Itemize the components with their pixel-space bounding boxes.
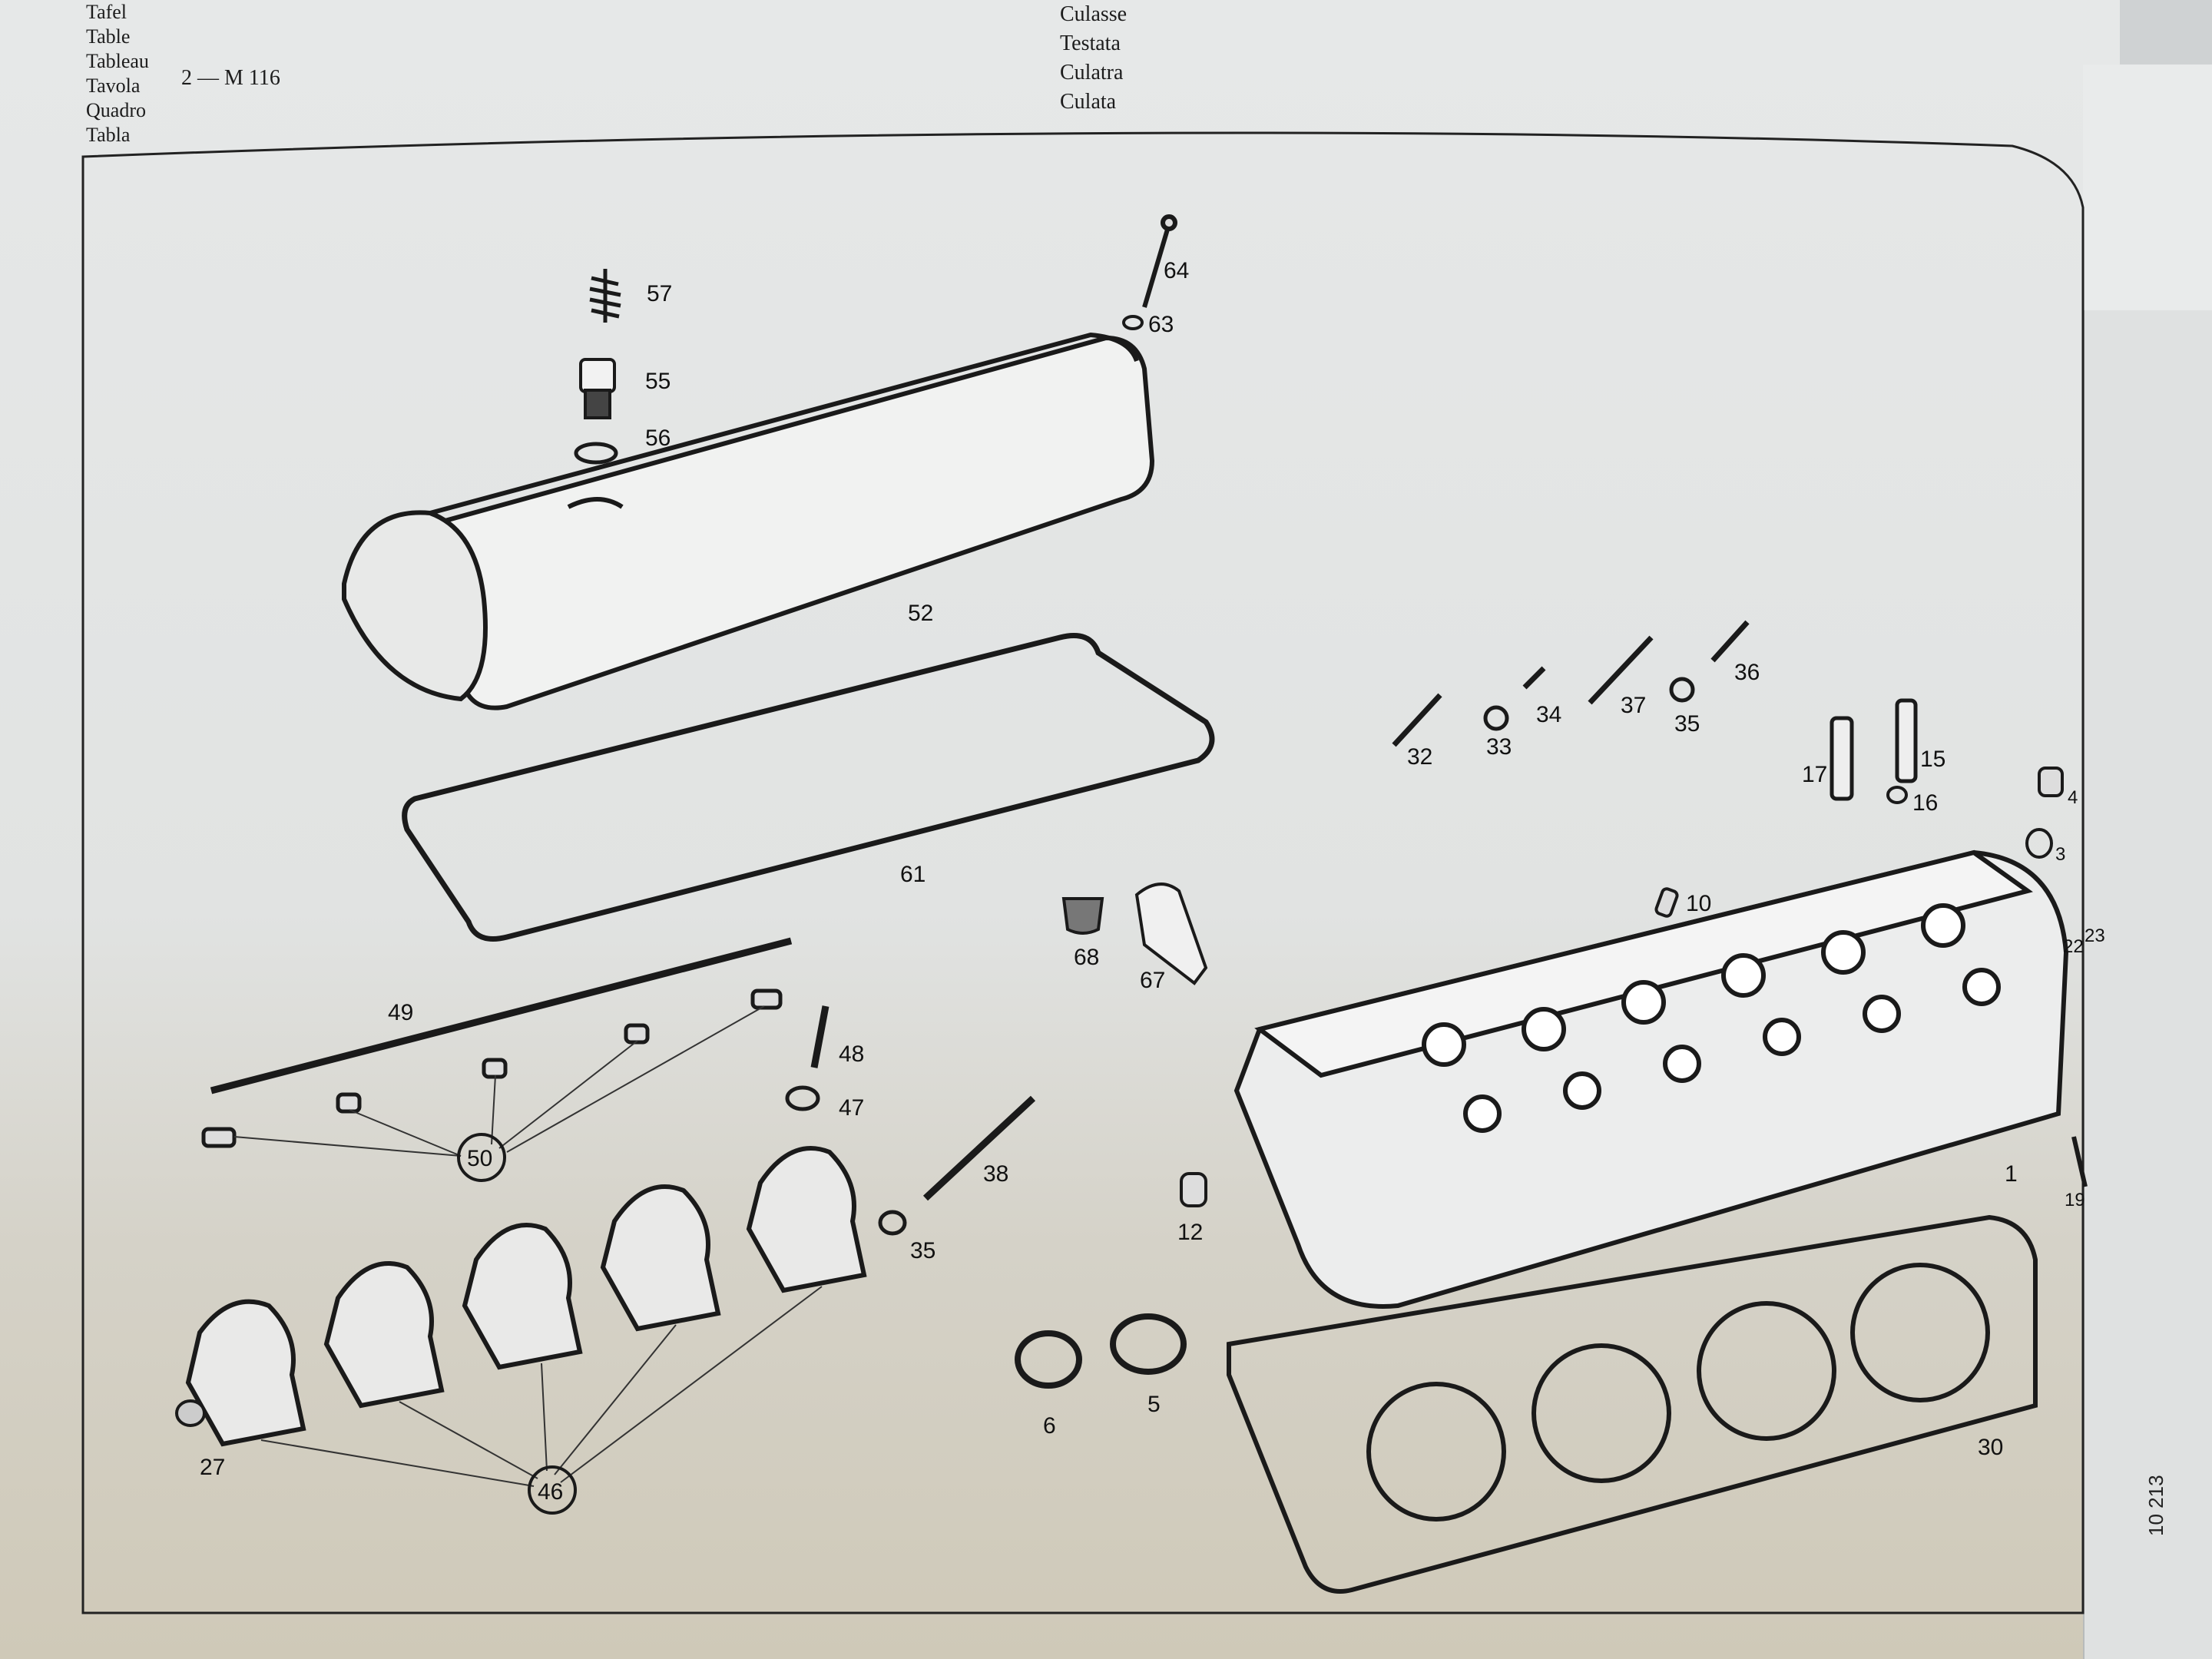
label-55: 55 — [645, 369, 671, 394]
label-15: 15 — [1920, 747, 1945, 772]
valve-cover-52 — [342, 332, 1155, 710]
label-12: 12 — [1177, 1220, 1203, 1245]
label-17: 17 — [1802, 762, 1827, 787]
label-table: Table — [86, 25, 131, 48]
label-52: 52 — [908, 601, 933, 626]
label-tavola: Tavola — [86, 75, 141, 97]
cylinder-head-1 — [1233, 849, 2069, 1309]
label-38: 38 — [983, 1161, 1008, 1187]
label-27: 27 — [200, 1455, 225, 1480]
label-3: 3 — [2055, 844, 2065, 865]
label-quadro: Quadro — [86, 99, 146, 121]
bracket-67 — [1134, 882, 1208, 985]
ring-16 — [1886, 786, 1908, 804]
washer-35 — [1669, 677, 1695, 703]
label-5: 5 — [1147, 1392, 1161, 1417]
bolt-38 — [922, 1095, 1036, 1201]
label-16: 16 — [1912, 790, 1938, 816]
label-67: 67 — [1140, 968, 1165, 993]
table-code: 2 — M 116 — [181, 66, 280, 90]
label-61: 61 — [900, 862, 926, 887]
cap-27 — [175, 1399, 206, 1427]
title-culasse: Culasse — [1060, 2, 1128, 26]
label-63: 63 — [1148, 312, 1174, 337]
label-tafel: Tafel — [86, 1, 127, 23]
label-64: 64 — [1164, 258, 1189, 283]
bolt-48 — [810, 1005, 830, 1068]
label-47: 47 — [839, 1095, 864, 1121]
label-34: 34 — [1536, 702, 1561, 727]
bolt-64 — [1142, 214, 1177, 308]
rocker-supports-46 — [185, 1146, 867, 1447]
label-6: 6 — [1043, 1413, 1056, 1439]
stud-19 — [2071, 1136, 2088, 1187]
table-label-list: Tafel Table Tableau Tavola Quadro Tabla — [86, 0, 224, 147]
head-gasket-30 — [1227, 1214, 2038, 1594]
title-testata: Testata — [1060, 31, 1121, 55]
label-1: 1 — [2005, 1161, 2018, 1187]
label-49: 49 — [388, 1000, 413, 1025]
ring-6 — [1015, 1330, 1082, 1389]
pin-10 — [1654, 887, 1679, 918]
callout-circle-50 — [457, 1133, 506, 1182]
label-35a: 35 — [1674, 711, 1700, 737]
label-30: 30 — [1978, 1435, 2003, 1460]
part-68 — [1061, 897, 1104, 935]
title-list: Culasse Testata Culatra Culata — [1060, 0, 1127, 117]
ring-56 — [574, 442, 618, 465]
title-culata: Culata — [1060, 90, 1117, 114]
label-32: 32 — [1407, 744, 1432, 770]
label-48: 48 — [839, 1041, 864, 1067]
page-number: 10 213 — [2144, 1475, 2167, 1536]
guide-15 — [1895, 698, 1918, 783]
label-33: 33 — [1486, 734, 1512, 760]
exploded-diagram: 57 55 56 52 64 63 61 32 33 34 37 35 36 1… — [81, 131, 2105, 1614]
adjacent-page — [2083, 310, 2212, 1659]
label-46: 46 — [538, 1479, 563, 1505]
label-36: 36 — [1734, 660, 1760, 685]
label-35b: 35 — [910, 1238, 935, 1263]
cap-4 — [2038, 767, 2064, 797]
label-22: 22 — [2063, 936, 2084, 957]
leader-lines-50 — [233, 1005, 765, 1157]
label-23: 23 — [2085, 926, 2105, 946]
ring-3 — [2025, 828, 2053, 859]
bolt-set-32-37 — [1392, 620, 1750, 747]
callout-circle-46 — [528, 1465, 577, 1515]
label-68: 68 — [1074, 945, 1099, 970]
rocker-shaft-49 — [210, 937, 793, 1094]
washer-33 — [1483, 705, 1509, 731]
label-56: 56 — [645, 426, 671, 451]
label-37: 37 — [1621, 693, 1646, 718]
washer-35b — [878, 1210, 907, 1236]
label-10: 10 — [1686, 891, 1711, 916]
gasket-61 — [402, 633, 1215, 942]
label-57: 57 — [647, 281, 672, 306]
plug-55 — [579, 358, 616, 419]
title-culatra: Culatra — [1060, 61, 1124, 84]
washer-63 — [1122, 315, 1144, 330]
label-19: 19 — [2065, 1190, 2085, 1210]
ring-5 — [1110, 1313, 1187, 1375]
adjacent-page-top — [2083, 65, 2212, 310]
label-50: 50 — [467, 1146, 492, 1171]
label-tableau: Tableau — [86, 50, 149, 72]
diagram-frame — [81, 131, 2085, 1614]
label-4: 4 — [2068, 787, 2078, 808]
guide-17 — [1830, 716, 1854, 801]
washer-47 — [785, 1085, 820, 1111]
label-tabla: Tabla — [86, 124, 131, 146]
sleeve-12 — [1180, 1172, 1207, 1207]
leader-lines-46 — [260, 1286, 823, 1487]
spring-57 — [589, 269, 621, 323]
